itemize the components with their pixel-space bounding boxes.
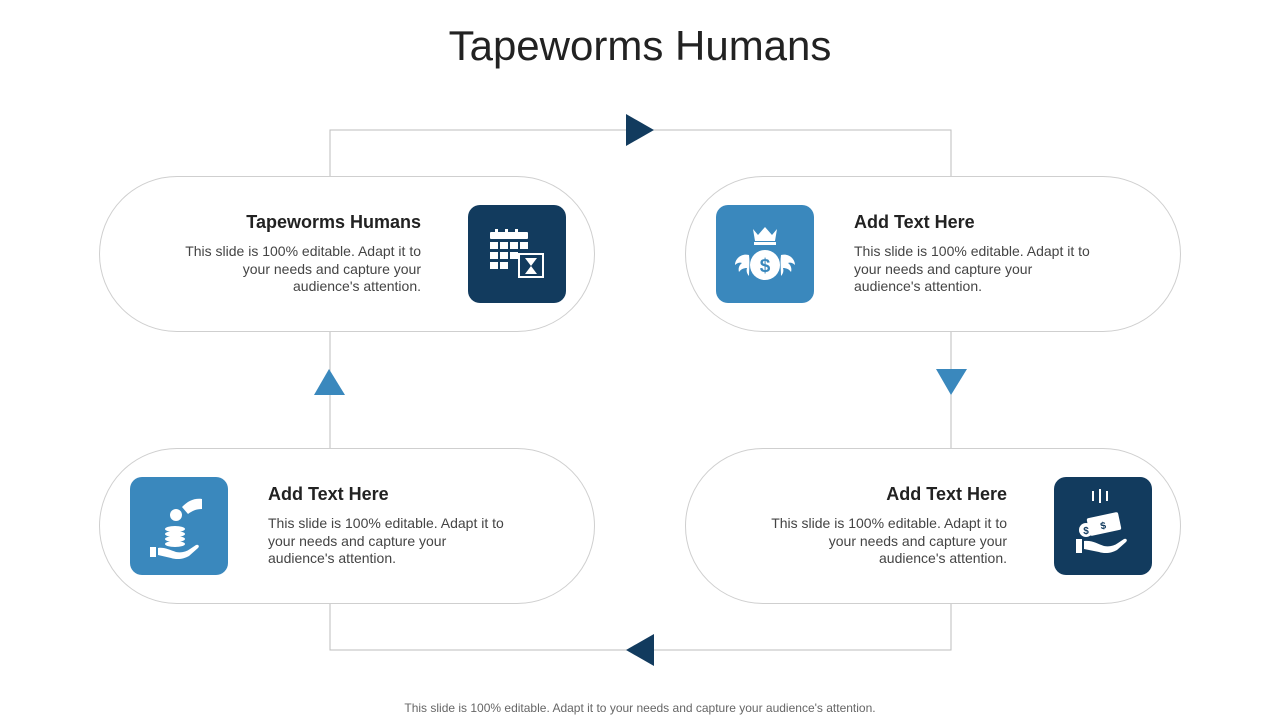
hand-giving-coins-icon [130, 477, 228, 575]
card-text: Add Text Here This slide is 100% editabl… [268, 484, 508, 568]
svg-text:$: $ [1099, 520, 1107, 532]
card-text: Add Text Here This slide is 100% editabl… [767, 484, 1007, 568]
card-body: This slide is 100% editable. Adapt it to… [268, 515, 504, 566]
slide-title: Tapeworms Humans [448, 22, 832, 69]
arrow-up-icon [314, 369, 345, 395]
card-bottom-right: Add Text Here This slide is 100% editabl… [685, 448, 1181, 604]
calendar-hourglass-icon [468, 205, 566, 303]
card-top-left: Tapeworms Humans This slide is 100% edit… [99, 176, 595, 332]
card-top-right: $ Add Text Here This slide is 100% edita… [685, 176, 1181, 332]
card-heading: Tapeworms Humans [246, 212, 421, 232]
card-body: This slide is 100% editable. Adapt it to… [185, 243, 421, 294]
card-text: Add Text Here This slide is 100% editabl… [854, 212, 1094, 296]
hand-receiving-money-icon: $ $ [1054, 477, 1152, 575]
arrow-down-icon [936, 369, 967, 395]
card-heading: Add Text Here [854, 212, 975, 232]
arrow-right-icon [626, 114, 654, 146]
card-body: This slide is 100% editable. Adapt it to… [854, 243, 1090, 294]
arrow-left-icon [626, 634, 654, 666]
footer-note: This slide is 100% editable. Adapt it to… [404, 701, 876, 715]
svg-text:$: $ [1083, 526, 1089, 537]
card-body: This slide is 100% editable. Adapt it to… [771, 515, 1007, 566]
svg-text:$: $ [760, 256, 771, 277]
card-text: Tapeworms Humans This slide is 100% edit… [181, 212, 421, 296]
card-heading: Add Text Here [886, 484, 1007, 504]
card-bottom-left: Add Text Here This slide is 100% editabl… [99, 448, 595, 604]
crowned-winged-coin-icon: $ [716, 205, 814, 303]
card-heading: Add Text Here [268, 484, 389, 504]
